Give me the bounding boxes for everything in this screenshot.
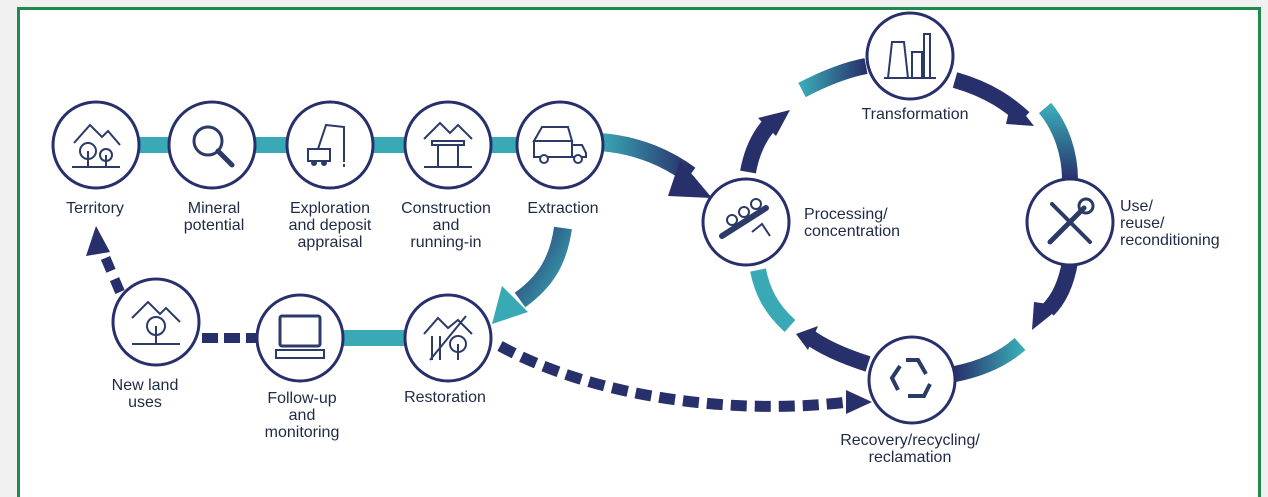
stage-new-land-uses — [111, 277, 201, 367]
stage-processing — [701, 177, 791, 267]
arrow-extraction-to-restoration — [514, 226, 572, 308]
label-recovery: Recovery/recycling/ reclamation — [840, 432, 980, 466]
arrow-extraction-to-processing — [599, 133, 696, 183]
label-construction: Construction and running-in — [401, 200, 491, 251]
drill-rig-icon — [307, 123, 345, 169]
cycle-arc-use-to-recovery — [1042, 260, 1078, 316]
stage-extraction — [515, 100, 605, 190]
stage-restoration — [403, 293, 493, 383]
stage-follow-up — [255, 293, 345, 383]
magnifier-icon — [192, 125, 235, 168]
stage-use — [1025, 177, 1115, 267]
label-transformation: Transformation — [861, 106, 969, 123]
stage-construction — [403, 100, 493, 190]
label-use: Use/ reuse/ reconditioning — [1120, 198, 1220, 249]
connector-mineral-exploration — [254, 137, 290, 153]
wrench-screwdriver-icon — [1047, 197, 1095, 245]
stage-territory — [51, 100, 141, 190]
stage-transformation — [865, 11, 955, 101]
stage-circle — [51, 100, 141, 190]
recycle-icon — [889, 358, 932, 398]
stage-circle — [865, 11, 955, 101]
stage-circle — [867, 335, 957, 425]
tree-mountain-icon — [131, 300, 181, 345]
factory-icon — [884, 33, 936, 79]
mine-portal-icon — [423, 121, 473, 168]
arrow-extraction-to-restoration-head — [492, 286, 528, 324]
label-exploration: Exploration and deposit appraisal — [288, 200, 372, 251]
conveyor-icon — [719, 198, 771, 239]
label-extraction: Extraction — [527, 200, 599, 217]
connector-territory-mineral — [138, 137, 174, 153]
cycle-arc-into-use — [1038, 102, 1078, 181]
trees-mountain-icon — [72, 123, 121, 168]
label-territory: Territory — [66, 200, 124, 217]
computer-monitor-icon — [275, 314, 325, 359]
dashed-arrow-to-territory — [95, 243, 125, 294]
stage-circle — [285, 100, 375, 190]
label-follow-up: Follow-up and monitoring — [264, 390, 340, 441]
label-mineral-potential: Mineral potential — [183, 200, 245, 234]
cycle-arc-processing-to-transformation — [740, 118, 777, 174]
stage-circles — [51, 11, 1115, 425]
stage-circle — [255, 293, 345, 383]
connector-construction-extraction — [490, 137, 518, 153]
dashed-newland-followup — [202, 333, 258, 343]
top-chain-connectors — [138, 137, 518, 153]
label-restoration: Restoration — [404, 389, 486, 406]
stage-circle — [515, 100, 605, 190]
restored-site-icon — [423, 315, 473, 361]
connector-exploration-construction — [372, 137, 408, 153]
dashed-arrow-to-territory-head — [86, 226, 110, 256]
value-chain-cycle — [740, 58, 1078, 382]
arrow-extraction-to-processing-head — [668, 160, 712, 198]
cycle-arc-into-recovery — [953, 337, 1026, 382]
stage-exploration — [285, 100, 375, 190]
label-processing: Processing/ concentration — [804, 206, 901, 240]
stage-circle — [167, 100, 257, 190]
dashed-arrow-to-recovery-head — [846, 390, 872, 414]
cycle-arc-into-transformation — [798, 58, 868, 98]
stage-circle — [111, 277, 201, 367]
stage-mineral-potential — [167, 100, 257, 190]
haul-truck-icon — [532, 126, 587, 164]
cycle-arc-recovery-to-processing — [803, 329, 871, 372]
stage-recovery — [867, 335, 957, 425]
dashed-arrow-to-recovery — [497, 341, 849, 412]
label-new-land-uses: New land uses — [111, 377, 179, 411]
cycle-arc-into-processing-bottom — [750, 268, 796, 332]
